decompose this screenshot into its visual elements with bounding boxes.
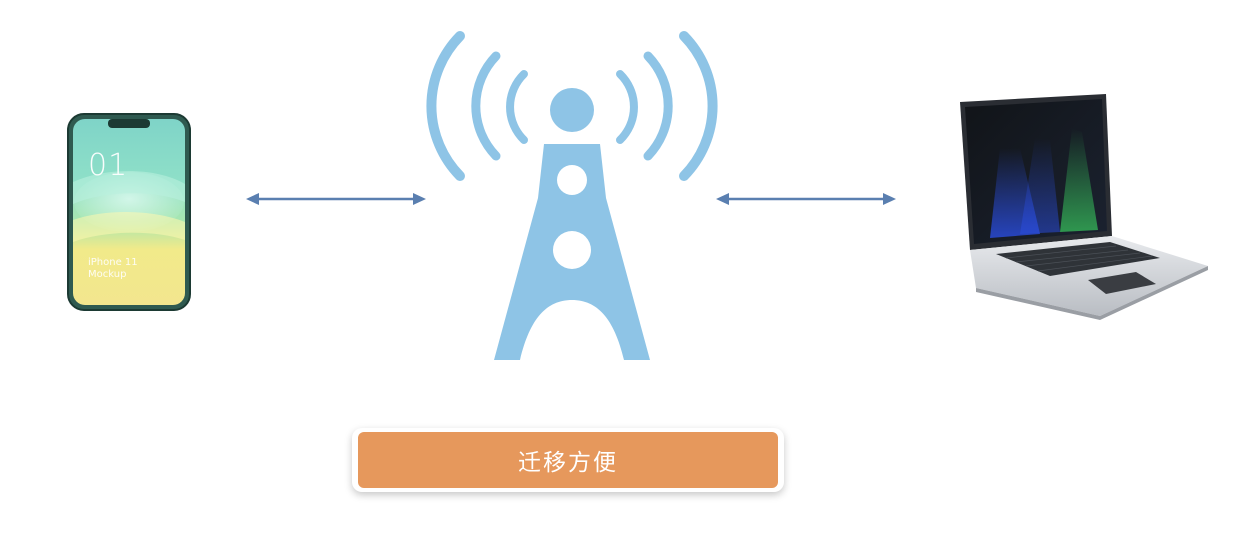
- phone-screen-number: 01: [88, 148, 129, 183]
- feature-label-text: 迁移方便: [358, 432, 778, 488]
- smartphone-image: [67, 113, 191, 311]
- phone-model-line2: Mockup: [88, 269, 127, 280]
- signal-wave-left-outer: [426, 31, 465, 181]
- laptop-image: [960, 94, 1208, 320]
- signal-tower-icon: [426, 31, 718, 360]
- signal-wave-right-middle: [643, 51, 673, 161]
- phone-model-line1: iPhone 11: [88, 257, 138, 268]
- bidirectional-arrow-right: [716, 193, 896, 205]
- tower-antenna-head: [550, 88, 594, 132]
- signal-wave-left-inner: [506, 70, 528, 144]
- signal-wave-right-inner: [616, 70, 638, 144]
- bidirectional-arrow-left: [246, 193, 426, 205]
- signal-wave-right-outer: [679, 31, 718, 181]
- feature-label: 迁移方便: [352, 428, 784, 492]
- signal-wave-left-middle: [471, 51, 501, 161]
- phone-model-text: iPhone 11 Mockup: [88, 257, 168, 281]
